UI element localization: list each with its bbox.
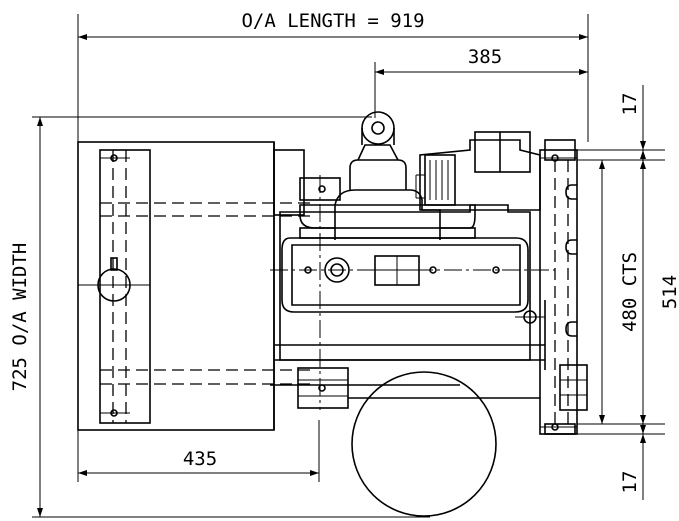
overall-length-label: O/A LENGTH = 919 — [241, 10, 424, 32]
overall-width-label: 725 O/A WIDTH — [9, 243, 31, 392]
generator-housing — [77, 141, 310, 431]
dimension-lines — [32, 14, 665, 518]
right-mount-rail — [539, 139, 588, 435]
centers-label: 480 CTS — [619, 252, 641, 332]
engine-block — [270, 175, 555, 410]
dim-385-label: 385 — [468, 46, 502, 68]
exhaust-outlet — [361, 111, 395, 145]
dim-435-label: 435 — [183, 448, 217, 470]
dim-17-top-label: 17 — [619, 93, 641, 116]
exhaust-manifold — [299, 144, 476, 240]
left-mount-brackets — [273, 149, 349, 409]
fan-pulley — [270, 371, 540, 517]
dim-514-label: 514 — [659, 275, 679, 309]
starter-motor — [415, 131, 541, 211]
dim-17-bottom-label: 17 — [619, 471, 641, 494]
